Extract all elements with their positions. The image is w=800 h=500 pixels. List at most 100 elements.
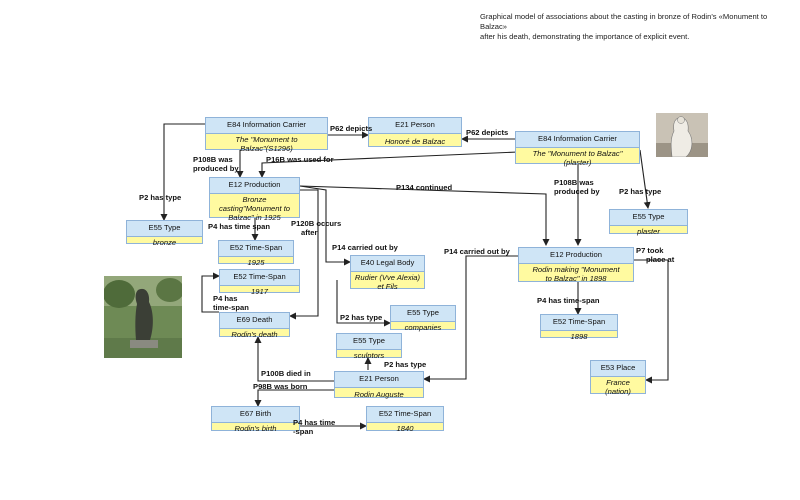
node-type-label: E52 Time-Span xyxy=(220,270,299,286)
edge-label-p4: P4 has time-span xyxy=(213,294,249,312)
node-carrier-monument-bronze: E84 Information Carrier The "Monument to… xyxy=(205,117,328,153)
edge-label-line: after xyxy=(301,228,318,237)
node-value-line: 1925 xyxy=(247,258,265,267)
node-birth-rodin: E67 Birth Rodin's birth xyxy=(211,406,300,433)
node-type-label: E55 Type xyxy=(127,221,202,237)
edge-label-p2: P2 has type xyxy=(384,360,427,369)
edge-carrier2-type xyxy=(639,149,651,209)
node-type-label: E52 Time-Span xyxy=(541,315,617,331)
edge-label-line: P4 has xyxy=(213,294,238,303)
edge-label-line: P108B was xyxy=(554,178,594,187)
node-value-line: Balzac" in 1925 xyxy=(228,213,281,222)
edge-production1-after xyxy=(289,189,319,320)
node-value-line: casting"Monument to xyxy=(218,204,291,213)
edge-label-p2: P2 has type xyxy=(619,187,662,196)
node-type-label: E67 Birth xyxy=(212,407,299,423)
node-value-line: Balzac"(S1296) xyxy=(240,144,293,153)
node-production-bronze-casting: E12 Production Bronze casting"Monument t… xyxy=(209,177,300,222)
edge-label-p4: P4 has time -span xyxy=(293,418,335,436)
edge-production1-carried xyxy=(299,185,351,266)
node-value-line: 1898 xyxy=(570,332,588,341)
edge-label-p14: P14 carried out by xyxy=(332,243,398,252)
edge-legal-type xyxy=(336,280,391,327)
node-timespan-1917: E52 Time-Span 1917 xyxy=(219,269,300,296)
node-value-line: 1917 xyxy=(251,287,268,296)
edge-production2-carried xyxy=(423,255,518,383)
edge-label-p98b: P98B was born xyxy=(253,382,308,391)
node-value-line: France xyxy=(606,378,630,387)
edge-carrier1-type xyxy=(160,123,205,221)
diagram-caption: Graphical model of associations about th… xyxy=(480,12,785,42)
caption-line-1: Graphical model of associations about th… xyxy=(480,12,768,31)
edge-rodin-birth xyxy=(254,389,334,407)
node-type-label: E55 Type xyxy=(391,306,455,322)
edge-label-line: place at xyxy=(646,255,675,264)
node-value-line: to Balzac" in 1898 xyxy=(545,274,607,283)
node-value-line: Rodin's death xyxy=(231,330,278,339)
node-type-label: E53 Place xyxy=(591,361,645,377)
edge-label-p100b: P100B died in xyxy=(261,369,311,378)
edge-label-line: time-span xyxy=(213,303,249,312)
edge-label-p62: P62 depicts xyxy=(466,128,509,137)
node-type-label: E84 Information Carrier xyxy=(206,118,327,134)
edge-label-line: P7 took xyxy=(636,246,664,255)
node-person-balzac: E21 Person Honoré de Balzac xyxy=(368,117,462,147)
node-death-rodin: E69 Death Rodin's death xyxy=(219,312,290,339)
edge-production-continued xyxy=(299,185,550,246)
node-value-line: Rodin making "Monument xyxy=(532,265,620,274)
node-timespan-1840: E52 Time-Span 1840 xyxy=(366,406,444,433)
edge-label-p16b: P16B was used for xyxy=(266,155,334,164)
edge-label-p108b: P108B was produced by xyxy=(193,155,239,173)
node-type-label: E84 Information Carrier xyxy=(516,132,639,148)
edge-label-line: produced by xyxy=(193,164,239,173)
edge-rodin-death xyxy=(254,336,334,382)
node-value-line: (plaster) xyxy=(563,158,592,167)
node-value-line: The "Monument to Balzac" xyxy=(532,149,623,158)
node-carrier-monument-plaster: E84 Information Carrier The "Monument to… xyxy=(515,131,640,167)
node-value-line: bronze xyxy=(152,238,177,247)
node-type-bronze: E55 Type bronze xyxy=(126,220,203,247)
edge-label-p62: P62 depicts xyxy=(330,124,373,133)
node-value-line: Rodin's birth xyxy=(234,424,277,433)
edge-label-p120b: P120B occurs after xyxy=(291,219,341,237)
edge-death-timespan xyxy=(201,272,220,313)
node-timespan-1925: E52 Time-Span 1925 xyxy=(218,240,294,267)
node-place-france: E53 Place France (nation) xyxy=(590,360,646,396)
node-value-line: et Fils xyxy=(377,282,398,291)
node-type-label: E12 Production xyxy=(519,248,633,264)
node-production-rodin-1898: E12 Production Rodin making "Monument to… xyxy=(518,247,634,283)
edge-label-p7: P7 took place at xyxy=(636,246,674,264)
edge-production2-place xyxy=(634,259,669,384)
node-type-label: E21 Person xyxy=(335,372,423,388)
node-type-plaster: E55 Type plaster xyxy=(609,209,688,236)
edge-label-line: produced by xyxy=(554,187,600,196)
edge-label-p2: P2 has type xyxy=(139,193,182,202)
node-type-label: E69 Death xyxy=(220,313,289,329)
node-value-line: Rodin Auguste xyxy=(354,390,404,399)
edge-label-line: -span xyxy=(293,427,314,436)
edge-label-line: P120B occurs xyxy=(291,219,342,228)
edge-label-p14: P14 carried out by xyxy=(444,247,510,256)
node-value-line: The "Monument to xyxy=(235,135,298,144)
node-value-line: plaster xyxy=(637,227,660,236)
node-value-line: (nation) xyxy=(605,387,631,396)
node-type-label: E21 Person xyxy=(369,118,461,134)
node-value-line: sculptors xyxy=(353,351,385,360)
edge-label-p134: P134 continued xyxy=(396,183,453,192)
node-value-line: 1840 xyxy=(396,424,414,433)
edge-label-p4: P4 has time-span xyxy=(537,296,600,305)
edge-label-p4: P4 has time span xyxy=(208,222,271,231)
node-type-label: E55 Type xyxy=(610,210,687,226)
node-type-companies: E55 Type companies xyxy=(390,305,456,332)
node-person-rodin: E21 Person Rodin Auguste xyxy=(334,371,424,399)
edge-label-p2: P2 has type xyxy=(340,313,383,322)
node-timespan-1898: E52 Time-Span 1898 xyxy=(540,314,618,341)
node-type-label: E52 Time-Span xyxy=(367,407,443,423)
node-value-line: companies xyxy=(404,323,442,332)
caption-line-2: after his death, demonstrating the impor… xyxy=(480,32,690,41)
edge-label-line: P4 has time xyxy=(293,418,336,427)
node-value-line: Bronze xyxy=(242,195,267,204)
monument-bronze-photo xyxy=(104,276,182,358)
node-value-line: Honoré de Balzac xyxy=(384,137,446,146)
